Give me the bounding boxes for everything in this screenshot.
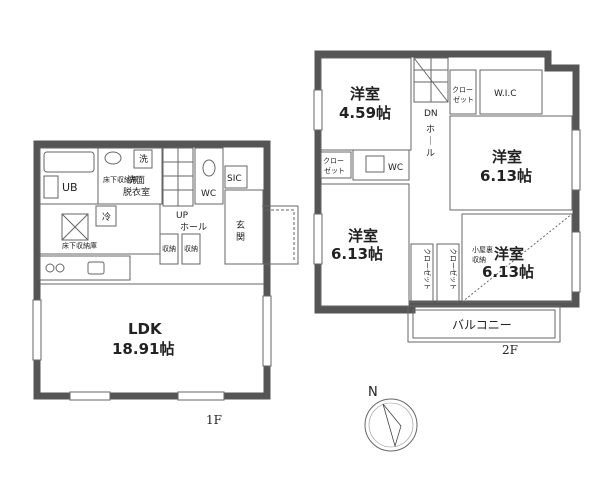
ldk-label: LDK [128, 320, 163, 338]
closet-top-label-1: クロー [452, 86, 473, 94]
closet-left [320, 151, 352, 179]
toilet-2f [352, 149, 410, 181]
underfloor-storage-note-1: 床下収納庫 [103, 175, 138, 184]
bedroom-bottom-right-size: 6.13帖 [482, 263, 534, 281]
closet-vertical-2-label: クローゼット [449, 248, 458, 290]
wc-1f-label: WC [201, 189, 216, 199]
hall-2f-label-3: ル [426, 149, 435, 159]
bedroom-right-size: 6.13帖 [480, 167, 532, 185]
loft-note-2: 収納 [472, 255, 486, 264]
window-2f-left-top [313, 89, 323, 131]
toilet-1f-icon [202, 159, 216, 177]
shoe-closet [224, 165, 248, 189]
bedroom-4-59-size: 4.59帖 [339, 104, 391, 122]
bedroom-4-59-name: 洋室 [350, 85, 380, 103]
closet-vertical-1-label: クローゼット [423, 248, 432, 290]
hall-2f-label-1: ホ [426, 124, 435, 135]
north-label: N [368, 385, 378, 400]
wic-label: W.I.C [494, 89, 517, 99]
balcony [407, 305, 561, 343]
bedroom-right-name: 洋室 [492, 148, 522, 166]
washer-label: 洗 [139, 153, 148, 165]
fridge-label: 冷 [102, 211, 111, 223]
fridge-icon [95, 205, 117, 227]
wc-2f-label: WC [388, 163, 403, 173]
window-2f-right [571, 129, 581, 191]
washer-icon [133, 149, 153, 169]
entrance-genkan [224, 189, 264, 265]
compass-ring-inner [368, 402, 414, 448]
closet-left-label-2: ゼット [324, 166, 345, 175]
north-arrow-outline [382, 403, 402, 448]
hall-2f-label-2: ｜ [426, 136, 435, 147]
compass: N [364, 385, 418, 452]
closet-left-label-1: クロー [323, 157, 344, 165]
ldk-size: 18.91帖 [112, 340, 174, 358]
stove-burner-icon-2 [55, 263, 65, 273]
floor-2-label: 2F [502, 343, 518, 357]
genkan-label-1: 玄 [236, 219, 245, 231]
toilet-1f [194, 147, 224, 205]
balcony-inner [412, 309, 556, 339]
stairs-2f [413, 57, 449, 103]
kitchen-counter [39, 255, 131, 281]
floor-1-label: 1F [206, 413, 222, 427]
bedroom-left-size: 6.13帖 [331, 245, 383, 263]
floor-2-outer-wall [314, 50, 580, 314]
window-2f-left-bottom [313, 213, 323, 265]
walk-in-closet [479, 69, 543, 115]
closet-top [449, 69, 477, 115]
closet-vertical-2 [436, 243, 460, 303]
storage-right-label: 収納 [184, 244, 198, 253]
toilet-2f-icon [365, 155, 385, 173]
washroom-label-2: 脱衣室 [123, 186, 150, 198]
loft-note-1: 小屋裏 [472, 245, 493, 254]
bedroom-bottom-right-name: 洋室 [494, 245, 524, 263]
dn-label: DN [424, 109, 438, 119]
genkan-label-2: 関 [236, 232, 245, 243]
entrance-porch [262, 205, 299, 265]
sic-label: SIC [227, 174, 242, 184]
kitchen-sink-icon [87, 261, 105, 275]
underfloor-storage-note-2: 床下収納庫 [62, 241, 97, 250]
closet-vertical-1 [410, 243, 434, 303]
ub-label: UB [62, 181, 78, 194]
window-ldk-right [262, 295, 272, 367]
hall-1f-label: ホール [180, 222, 207, 233]
stove-burner-icon [45, 263, 55, 273]
window-ldk-bottom-2 [177, 391, 225, 401]
loft-diagonal [461, 213, 573, 303]
bathtub-icon [43, 151, 95, 173]
washroom-label-1: 洗面 [127, 174, 145, 186]
window-2f-right-bottom [571, 231, 581, 293]
window-ldk-left [32, 299, 42, 361]
storage-right [181, 233, 201, 265]
storage-left-label: 収納 [162, 244, 176, 253]
compass-ring [364, 398, 418, 452]
porch-step [266, 209, 295, 260]
stairs-1f [162, 147, 194, 207]
balcony-label: バルコニー [452, 318, 512, 332]
window-ldk-bottom [69, 391, 111, 401]
up-label: UP [176, 211, 189, 221]
floor-1-outer-wall [33, 140, 271, 400]
closet-top-label-2: ゼット [453, 95, 474, 104]
shower-icon [43, 175, 59, 199]
floor-1-plan: UB 洗 床下収納庫 洗面 脱衣室 UP ホール WC SIC 玄 関 [32, 140, 299, 427]
floor-2-plan: バルコニー 洋室 4.59帖 DN ホ ｜ ル クロー ゼット W.I.C 洋室… [313, 50, 581, 357]
bedroom-left-name: 洋室 [348, 227, 378, 245]
sink-icon [104, 151, 122, 165]
kitchen-area [39, 203, 161, 255]
underfloor-storage-hatch [61, 213, 89, 241]
